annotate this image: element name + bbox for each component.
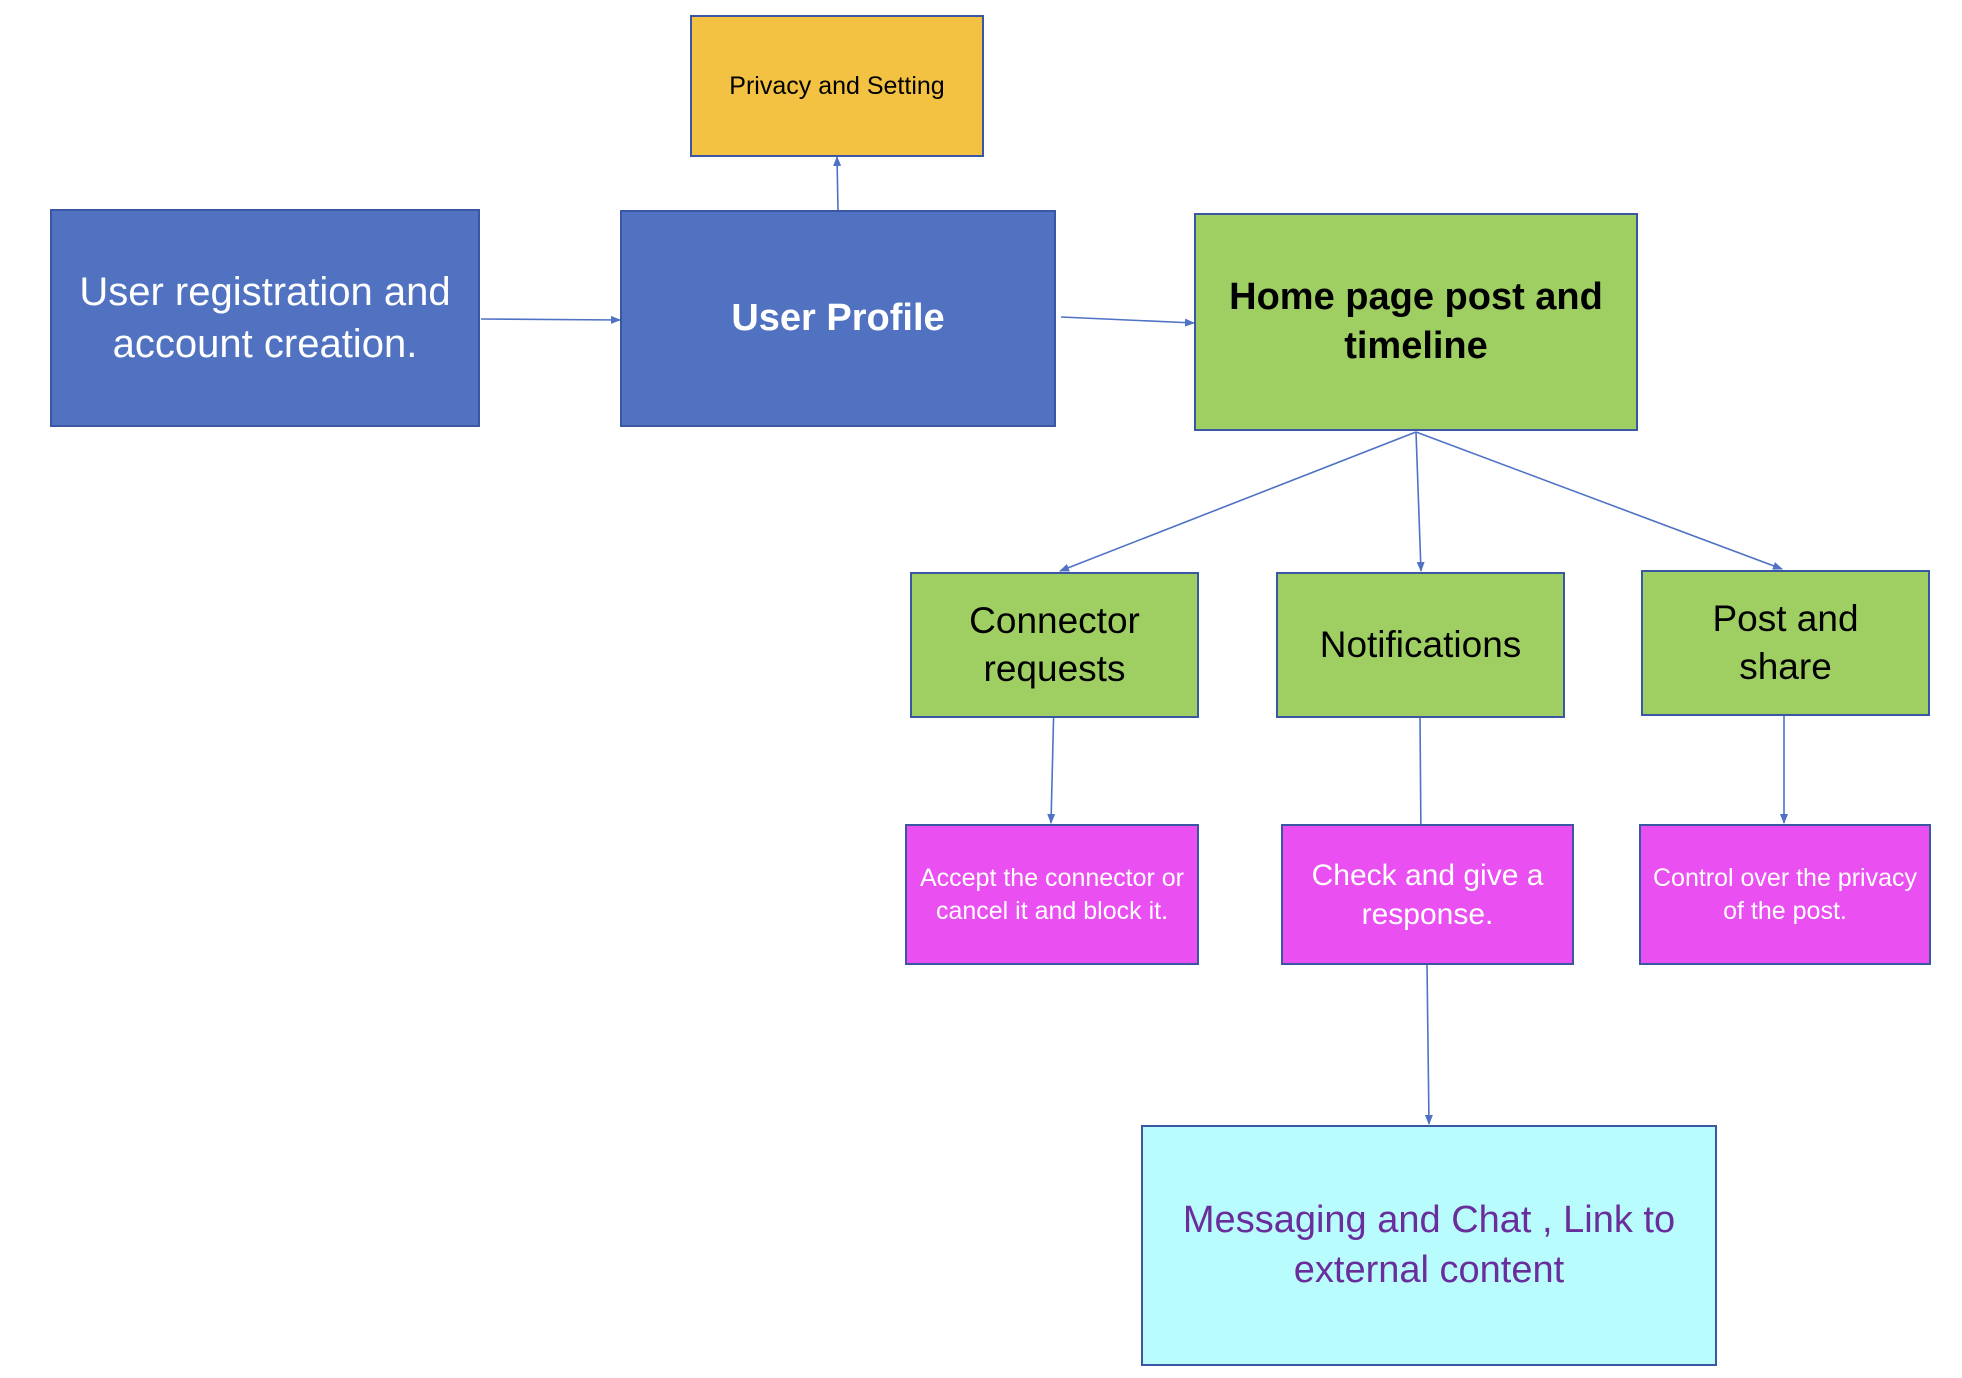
- home-text: Home page post and timeline: [1229, 275, 1603, 367]
- edge-registration-to-profile: [480, 315, 621, 324]
- home-box: [1194, 213, 1638, 431]
- messaging-text: Messaging and Chat , Link to external co…: [1182, 1199, 1676, 1291]
- control-privacy-label: Control over the privacy of the post.: [1652, 825, 1918, 964]
- check-response-text: Check and give a response.: [1311, 858, 1544, 931]
- profile-text: User Profile: [731, 296, 945, 339]
- accept-connector-box: [905, 824, 1199, 965]
- edge-profile-to-home: [1060, 316, 1195, 327]
- notifications-text: Notifications: [1319, 623, 1522, 665]
- post-share-box: [1641, 570, 1930, 716]
- profile-label: User Profile: [631, 211, 1045, 426]
- privacy-label: Privacy and Setting: [696, 16, 978, 156]
- notifications-box: [1276, 572, 1565, 718]
- edge-home-to-connector-requests: [1059, 431, 1417, 572]
- connector-requests-label: Connector requests: [921, 573, 1188, 717]
- post-share-label: Post and share: [1672, 571, 1899, 715]
- home-label: Home page post and timeline: [1210, 214, 1622, 430]
- profile-box: [620, 210, 1056, 427]
- edge-check-response-to-messaging: [1424, 963, 1433, 1125]
- messaging-box: [1141, 1125, 1717, 1366]
- registration-text: User registration and account creation.: [79, 270, 451, 366]
- registration-label: User registration and account creation.: [61, 210, 469, 426]
- connector-requests-box: [910, 572, 1199, 718]
- accept-connector-label: Accept the connector or cancel it and bl…: [916, 825, 1188, 964]
- notifications-label: Notifications: [1281, 573, 1560, 717]
- connector-requests-text: Connector requests: [969, 599, 1140, 689]
- check-response-box: [1281, 824, 1574, 965]
- edge-home-to-post-share: [1415, 431, 1783, 570]
- privacy-box: [690, 15, 984, 157]
- messaging-label: Messaging and Chat , Link to external co…: [1162, 1126, 1696, 1365]
- edge-connector-requests-to-accept: [1047, 699, 1056, 824]
- post-share-text: Post and share: [1712, 597, 1859, 687]
- edge-notifications-to-check-response: [1416, 715, 1425, 844]
- connectors: [480, 156, 1788, 1125]
- edge-profile-to-privacy: [833, 156, 842, 211]
- control-privacy-text: Control over the privacy of the post.: [1652, 864, 1917, 925]
- accept-connector-text: Accept the connector or cancel it and bl…: [919, 864, 1185, 925]
- check-response-label: Check and give a response.: [1296, 825, 1559, 964]
- edge-home-to-notifications: [1415, 431, 1425, 572]
- control-privacy-box: [1639, 824, 1931, 965]
- node-boxes: [50, 15, 1931, 1366]
- privacy-text: Privacy and Setting: [729, 71, 945, 100]
- registration-box: [50, 209, 480, 427]
